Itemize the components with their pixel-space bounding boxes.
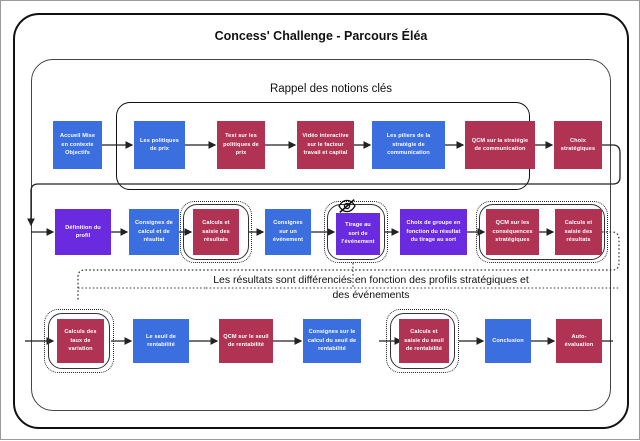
node-row1-5[interactable]: Les piliers de la stratégie de communica… bbox=[372, 121, 445, 169]
node-row2-3[interactable]: Calculs et saisie des résultats bbox=[193, 209, 239, 255]
node-row3-7[interactable]: Auto-évaluation bbox=[556, 319, 602, 363]
outer-frame bbox=[13, 13, 629, 429]
section-title-rappel: Rappel des notions clés bbox=[269, 83, 393, 95]
node-row2-2[interactable]: Consignes de calcul et de résultat bbox=[129, 209, 179, 255]
node-row1-2[interactable]: Les politiques de prix bbox=[134, 121, 185, 169]
node-row1-7[interactable]: Choix stratégiques bbox=[554, 121, 602, 169]
node-row2-5[interactable]: Tirage au sort de l'événement bbox=[336, 213, 380, 255]
group-dotted-tirage bbox=[324, 201, 388, 263]
node-row3-1[interactable]: Calculs des taux de variation bbox=[57, 319, 104, 363]
group-dotted-calculs-seuil bbox=[386, 309, 459, 373]
node-row2-7[interactable]: QCM sur les conséquences stratégiques bbox=[486, 209, 539, 255]
group-outline-tirage bbox=[327, 204, 385, 260]
node-row2-1[interactable]: Définition du profil bbox=[55, 209, 111, 255]
node-row3-5[interactable]: Calculs et saisie du seuil de rentabilit… bbox=[399, 319, 449, 363]
node-row2-4[interactable]: Consignes sur un événement bbox=[265, 209, 311, 255]
node-row3-6[interactable]: Conclusion bbox=[485, 319, 531, 363]
group-dotted-qcm-calculs-r2 bbox=[476, 201, 608, 263]
node-row1-6[interactable]: QCM sur la stratégie de communication bbox=[465, 121, 535, 169]
node-row1-4[interactable]: Vidéo interactive sur le facteur travail… bbox=[297, 121, 354, 169]
node-row1-1[interactable]: Accueil Mise en contexte Objectifs bbox=[53, 121, 102, 169]
node-row2-8[interactable]: Calculs et saisie des résultats bbox=[555, 209, 602, 255]
group-outline-qcm-calculs-r2 bbox=[479, 204, 605, 260]
node-row3-2[interactable]: Le seuil de rentabilité bbox=[133, 319, 189, 363]
eye-slash-icon bbox=[338, 199, 356, 213]
annotation-text: Les résultats sont différenciés en fonct… bbox=[213, 274, 529, 302]
group-dotted-taux-variation bbox=[44, 309, 114, 373]
group-dotted-calculs-r2 bbox=[180, 201, 252, 263]
page-title: Concess' Challenge - Parcours Éléa bbox=[214, 29, 428, 43]
node-row3-3[interactable]: QCM sur le seuil de rentabilité bbox=[219, 319, 273, 363]
group-outline-calculs-seuil bbox=[390, 313, 455, 369]
node-row3-4[interactable]: Consignes sur le calcul du seuil de rent… bbox=[303, 319, 361, 363]
node-row1-3[interactable]: Test sur les politiques de prix bbox=[217, 121, 265, 169]
group-outline-calculs-r2 bbox=[183, 204, 249, 260]
group-outline-taux-variation bbox=[48, 313, 110, 369]
node-row2-6[interactable]: Choix de groupe en fonction du résultat … bbox=[400, 209, 467, 255]
